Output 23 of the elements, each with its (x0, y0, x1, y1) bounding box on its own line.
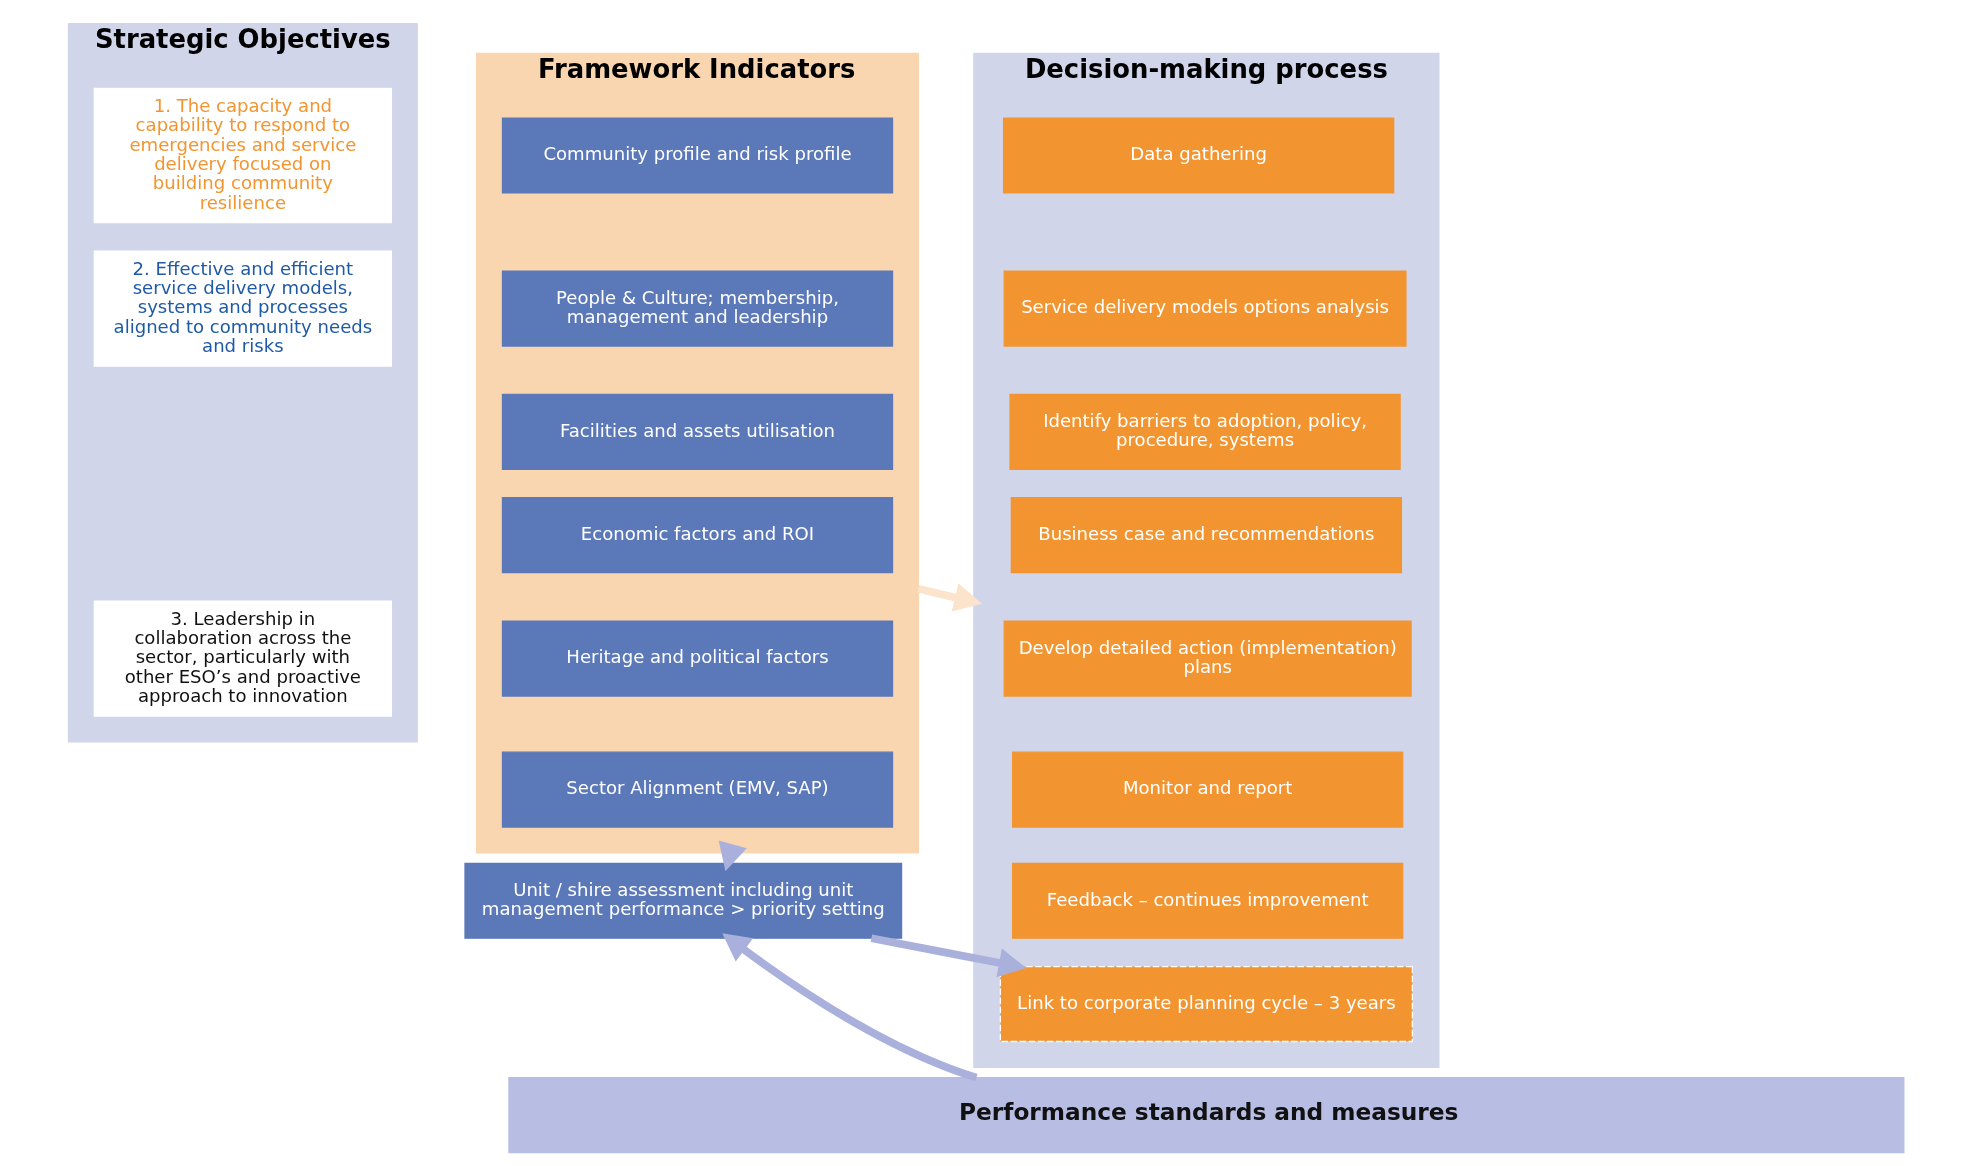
arrow (721, 933, 978, 1082)
arrow (870, 934, 1026, 978)
node-box: Sector Alignment (EMV, SAP) (501, 751, 893, 828)
node-box: Economic factors and ROI (501, 497, 893, 574)
arrow (916, 583, 982, 612)
node-box: Community profile and risk profile (501, 117, 893, 194)
node-box: 2. Effective and efficient service delivery models, systems and processes aligned to community needs and risks (93, 250, 392, 367)
node-box: 1. The capacity and capability to respond to emergencies and service delivery focused on building community resilience (93, 87, 392, 224)
node-box: Heritage and political factors (501, 620, 893, 697)
node-box: Data gathering (1002, 117, 1394, 194)
node-box: Identify barriers to adoption, policy, procedure, systems (1008, 393, 1401, 470)
node-box: Unit / shire assessment including unit management performance > priority setting (463, 862, 902, 939)
node-box: Business case and recommendations (1010, 497, 1402, 574)
arrow (718, 840, 747, 872)
node-box: Develop detailed action (implementation) plans (1003, 620, 1412, 697)
node-box: 3. Leadership in collaboration across the sector, particularly with other ESO’s and proactive approach to innovation (93, 600, 392, 717)
node-box: Service delivery models options analysis (1003, 270, 1407, 347)
node-box: Monitor and report (1011, 751, 1403, 828)
node-box: People & Culture; membership, management and leadership (501, 270, 893, 347)
node-box: Performance standards and measures (507, 1077, 1904, 1154)
node-box: Feedback – continues improvement (1011, 862, 1403, 939)
node-box: Link to corporate planning cycle – 3 years (999, 965, 1413, 1043)
node-box: Facilities and assets utilisation (501, 393, 893, 470)
